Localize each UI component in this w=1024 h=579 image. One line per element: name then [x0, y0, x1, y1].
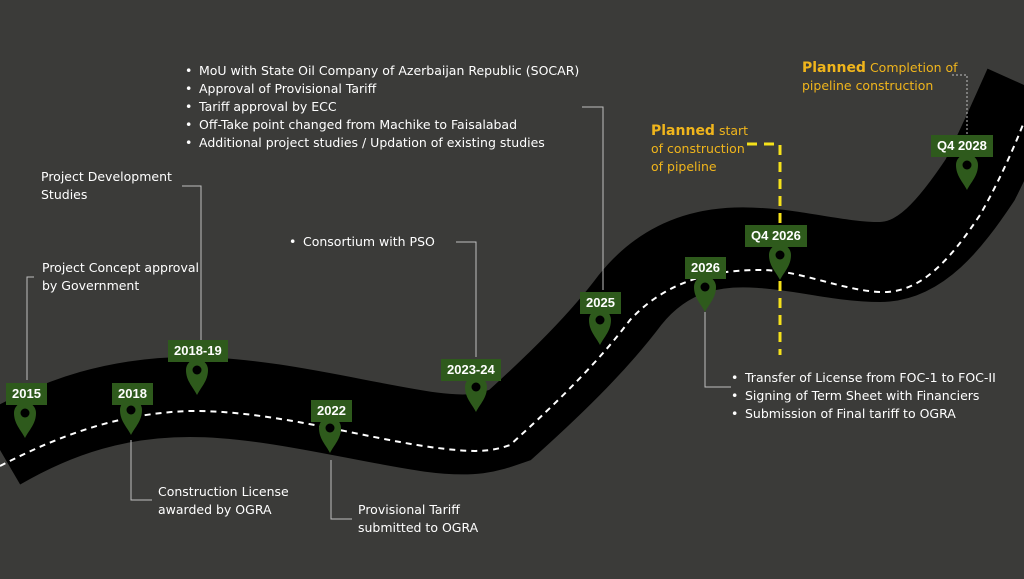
- note-2023-24: Consortium with PSO: [287, 233, 435, 251]
- connector-2026: [704, 312, 731, 388]
- milestone-badge-q4-2028: Q4 2028: [931, 135, 993, 157]
- planned-completion-line1: Planned Completion of: [802, 59, 958, 77]
- connector-lines: [26, 74, 968, 520]
- planned-completion-line2: pipeline construction: [802, 78, 934, 93]
- note-2022-line: submitted to OGRA: [358, 520, 479, 535]
- milestone-badge-2018-19: 2018-19: [168, 340, 228, 362]
- map-pin-hole: [775, 250, 785, 260]
- milestone-badge-2026: 2026: [685, 257, 726, 279]
- map-pin-icon: [769, 244, 791, 280]
- milestone-badge-2025: 2025: [580, 292, 621, 314]
- map-pin-icon: [694, 276, 716, 312]
- planned-start-bold: Planned: [651, 123, 715, 139]
- note-2018-line: awarded by OGRA: [158, 502, 272, 517]
- connector-2015: [26, 276, 34, 380]
- note-2015: Project Concept approval by Government: [42, 259, 199, 295]
- milestone-badge-2023-24: 2023-24: [441, 359, 501, 381]
- milestone-pins: [14, 154, 978, 453]
- note-2015-line: by Government: [42, 278, 140, 293]
- map-pin-hole: [126, 405, 136, 415]
- planned-start-line2: of construction: [651, 141, 745, 156]
- map-pin-hole: [595, 315, 605, 325]
- milestone-badge-2015: 2015: [6, 383, 47, 405]
- note-2018-19-line: Studies: [41, 187, 88, 202]
- map-pin-hole: [325, 423, 335, 433]
- note-2023-24-item: Consortium with PSO: [287, 233, 435, 251]
- map-pin-hole: [20, 408, 30, 418]
- map-pin-icon: [14, 402, 36, 438]
- note-2025-item: Tariff approval by ECC: [183, 98, 579, 116]
- connector-2023-24: [456, 241, 477, 357]
- milestone-badge-2022: 2022: [311, 400, 352, 422]
- planned-start-line3: of pipeline: [651, 159, 717, 174]
- map-pin-icon: [465, 376, 487, 412]
- note-2018-19-line: Project Development: [41, 169, 172, 184]
- planned-start-rest: start: [714, 123, 749, 138]
- planned-start-note: Planned start of construction of pipelin…: [651, 122, 748, 176]
- milestone-badge-q4-2026: Q4 2026: [745, 225, 807, 247]
- map-pin-hole: [192, 365, 202, 375]
- note-2025-item: MoU with State Oil Company of Azerbaijan…: [183, 62, 579, 80]
- note-2026-item: Submission of Final tariff to OGRA: [729, 405, 996, 423]
- road-band: [0, 68, 1024, 485]
- milestone-badge-2018: 2018: [112, 383, 153, 405]
- note-2022-line: Provisional Tariff: [358, 502, 460, 517]
- planned-completion-note: Planned Completion of pipeline construct…: [802, 59, 958, 95]
- map-pin-icon: [186, 359, 208, 395]
- note-2025: MoU with State Oil Company of Azerbaijan…: [183, 62, 579, 152]
- planned-completion-bold: Planned: [802, 60, 866, 76]
- note-2025-item: Additional project studies / Updation of…: [183, 134, 579, 152]
- note-2026-item: Signing of Term Sheet with Financiers: [729, 387, 996, 405]
- connector-2018-19: [182, 185, 202, 340]
- map-pin-icon: [120, 399, 142, 435]
- planned-start-marker: [747, 142, 782, 355]
- map-pin-icon: [319, 417, 341, 453]
- map-pin-hole: [471, 382, 481, 392]
- map-pin-icon: [956, 154, 978, 190]
- connector-2022: [330, 460, 352, 520]
- connector-q4-2028: [952, 74, 968, 134]
- note-2026: Transfer of License from FOC-1 to FOC-II…: [729, 369, 996, 423]
- note-2025-item: Off-Take point changed from Machike to F…: [183, 116, 579, 134]
- note-2018-19: Project Development Studies: [41, 168, 172, 204]
- road-centerline: [0, 121, 1024, 467]
- note-2018-line: Construction License: [158, 484, 289, 499]
- note-2015-line: Project Concept approval: [42, 260, 199, 275]
- connector-2025: [582, 106, 604, 290]
- planned-start-line1: Planned start: [651, 122, 748, 140]
- map-pin-icon: [589, 309, 611, 345]
- connector-2018: [130, 440, 152, 501]
- note-2025-item: Approval of Provisional Tariff: [183, 80, 579, 98]
- note-2018: Construction License awarded by OGRA: [158, 483, 289, 519]
- note-2026-item: Transfer of License from FOC-1 to FOC-II: [729, 369, 996, 387]
- planned-completion-rest: Completion of: [865, 60, 958, 75]
- map-pin-hole: [700, 282, 710, 292]
- note-2022: Provisional Tariff submitted to OGRA: [358, 501, 478, 537]
- map-pin-hole: [962, 160, 972, 170]
